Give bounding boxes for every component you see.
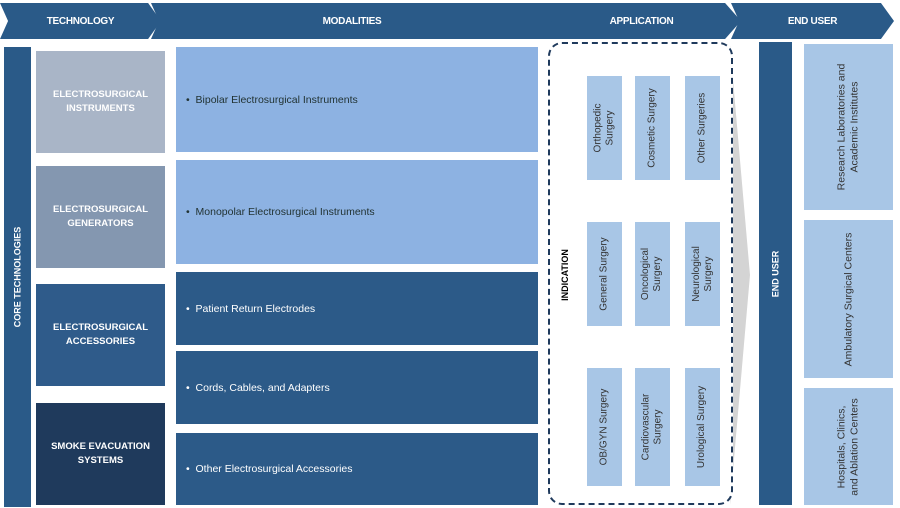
tech-electrosurgical-generators: ELECTROSURGICAL GENERATORS <box>36 166 165 268</box>
header-label: MODALITIES <box>322 15 382 27</box>
tech-label: GENERATORS <box>67 218 134 229</box>
header-end-user: END USER <box>731 3 894 39</box>
application-text: Neurological <box>690 246 702 302</box>
application-text: Surgery <box>702 256 714 292</box>
application-text: Surgery <box>604 110 616 146</box>
application-item: Urological Surgery <box>685 368 720 486</box>
modality-label: Cords, Cables, and Adapters <box>195 381 330 394</box>
end-user-text: Hospitals, Clinics, <box>835 405 848 488</box>
connector-triangle <box>730 45 750 505</box>
indication-label: INDICATION <box>555 249 575 301</box>
end-user-text: Ambulatory Surgical Centers <box>842 232 855 366</box>
end-user-text: Academic Institutes <box>848 81 861 173</box>
header-application: APPLICATION <box>542 3 741 39</box>
end-user-label: END USER <box>770 250 781 297</box>
header-modalities: MODALITIES <box>151 3 553 39</box>
header-technology: TECHNOLOGY <box>0 3 161 39</box>
modality-other-accessories: • Other Electrosurgical Accessories <box>176 433 538 505</box>
header-label: APPLICATION <box>609 15 674 27</box>
core-technologies-bar: CORE TECHNOLOGIES <box>4 47 31 507</box>
tech-label: ACCESSORIES <box>65 336 136 347</box>
modality-monopolar: • Monopolar Electrosurgical Instruments <box>176 160 538 264</box>
application-item: General Surgery <box>587 222 622 326</box>
application-item: OB/GYN Surgery <box>587 368 622 486</box>
end-user-bar: END USER <box>759 42 792 505</box>
modality-patient-return-electrodes: • Patient Return Electrodes <box>176 272 538 345</box>
modality-cords-cables: • Cords, Cables, and Adapters <box>176 351 538 424</box>
tech-label: SMOKE EVACUATION <box>51 441 150 452</box>
modality-label: Monopolar Electrosurgical Instruments <box>195 206 375 218</box>
tech-electrosurgical-instruments: ELECTROSURGICAL INSTRUMENTS <box>36 51 165 153</box>
application-text: Cardiovascular <box>640 393 652 461</box>
modality-label: Bipolar Electrosurgical Instruments <box>195 93 358 106</box>
application-text: General Surgery <box>598 237 610 311</box>
modality-bipolar: • Bipolar Electrosurgical Instruments <box>176 47 538 152</box>
end-user-text: and Ablation Centers <box>848 397 861 496</box>
tech-label: SYSTEMS <box>77 455 124 466</box>
application-item: Other Surgeries <box>685 76 720 180</box>
core-technologies-label: CORE TECHNOLOGIES <box>12 226 23 328</box>
tech-label: ELECTROSURGICAL <box>53 204 148 215</box>
application-text: Cosmetic Surgery <box>646 88 658 168</box>
application-item: Cosmetic Surgery <box>635 76 670 180</box>
application-text: OB/GYN Surgery <box>598 388 610 466</box>
end-user-hospitals: Hospitals, Clinics,and Ablation Centers <box>804 388 893 505</box>
application-text: Urological Surgery <box>696 385 708 469</box>
modality-label: Other Electrosurgical Accessories <box>195 463 353 475</box>
end-user-text: Research Laboratories and <box>835 63 848 191</box>
tech-label: ELECTROSURGICAL <box>53 89 148 100</box>
application-text: Surgery <box>652 256 664 292</box>
modality-label: Patient Return Electrodes <box>195 302 316 315</box>
header-label: END USER <box>787 15 838 27</box>
tech-smoke-evacuation-systems: SMOKE EVACUATION SYSTEMS <box>36 403 165 505</box>
application-text: Orthopedic <box>592 103 604 153</box>
header-label: TECHNOLOGY <box>46 15 115 27</box>
tech-label: INSTRUMENTS <box>66 103 135 114</box>
indication-text: INDICATION <box>560 249 570 301</box>
application-text: Oncological <box>640 247 652 301</box>
application-text: Other Surgeries <box>696 92 708 164</box>
tech-electrosurgical-accessories: ELECTROSURGICAL ACCESSORIES <box>36 284 165 386</box>
tech-label: ELECTROSURGICAL <box>53 322 148 333</box>
end-user-ambulatory: Ambulatory Surgical Centers <box>804 220 893 378</box>
application-text: Surgery <box>652 409 664 445</box>
